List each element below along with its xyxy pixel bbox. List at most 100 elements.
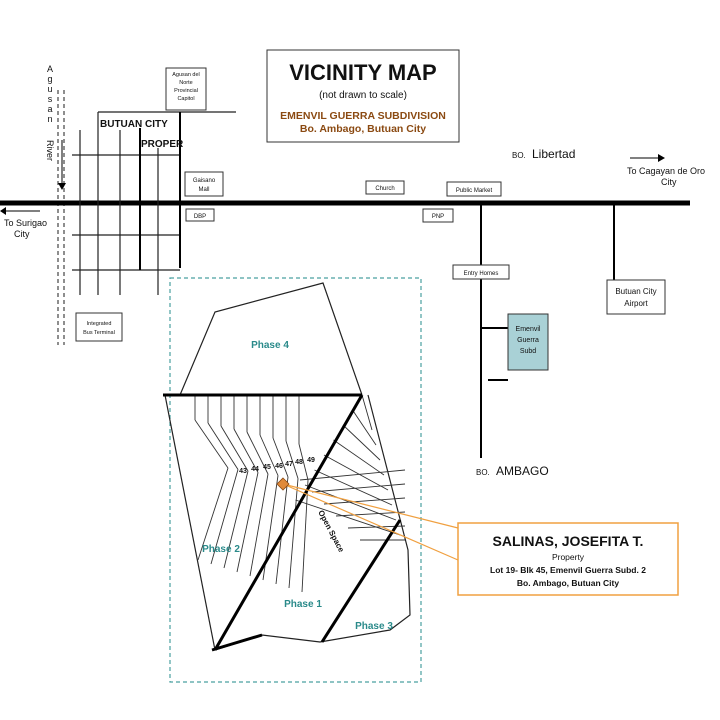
lot-line <box>301 479 309 593</box>
capitol-box <box>165 67 207 111</box>
lot-line <box>223 470 249 569</box>
svg-text:u: u <box>47 84 52 94</box>
lot-number: 43 <box>239 468 247 475</box>
lot-line <box>361 394 373 431</box>
lot-line <box>298 443 309 481</box>
to-surigao-arrow-head <box>0 207 6 215</box>
lot-number: 44 <box>251 466 259 473</box>
libertad-prefix: BO. <box>512 151 526 160</box>
lot-line <box>197 467 229 561</box>
property-owner: SALINAS, JOSEFITA T. <box>493 533 644 549</box>
river-flow-arrow-head <box>58 183 66 190</box>
property-line1: Property <box>552 552 585 562</box>
subdivision-location: Bo. Ambago, Butuan City <box>300 123 426 135</box>
bus-terminal-label-2: Bus Terminal <box>83 330 115 336</box>
emenvil-subd-box <box>507 313 549 371</box>
to-cdo-label: To Cagayan de Oro <box>627 166 705 176</box>
lot-number: 49 <box>307 457 315 464</box>
property-line2: Lot 19- Blk 45, Emenvil Guerra Subd. 2 <box>490 565 646 575</box>
phase2-label: Phase 2 <box>202 544 240 555</box>
lot-line <box>352 409 377 446</box>
to-surigao-label-2: City <box>14 229 30 239</box>
svg-text:A: A <box>47 64 53 74</box>
svg-text:s: s <box>48 94 53 104</box>
gaisano-box <box>184 171 224 197</box>
entry-homes-label: Entry Homes <box>464 271 499 277</box>
lot-number: 46 <box>275 463 283 470</box>
capitol-label-2: Norte <box>179 80 192 86</box>
lot-number: 45 <box>263 464 271 471</box>
emenvil-box-label-1: Emenvil <box>516 326 541 333</box>
airport-box <box>606 279 666 315</box>
svg-text:g: g <box>47 74 52 84</box>
lot-line <box>249 473 269 577</box>
pnp-label: PNP <box>432 214 444 220</box>
gaisano-label-2: Mall <box>198 187 209 193</box>
lot-line <box>246 431 269 475</box>
public-market-label: Public Market <box>456 188 493 194</box>
callout-leader-1 <box>282 483 459 529</box>
lot-line <box>304 484 397 521</box>
lot-line <box>233 428 259 473</box>
lot-line <box>295 499 401 536</box>
property-callout-box <box>457 522 679 596</box>
dbp-box <box>185 208 215 222</box>
ambago-label: AMBAGO <box>496 464 549 478</box>
lot-line <box>285 440 299 479</box>
emenvil-box-label-3: Subd <box>520 348 536 355</box>
lot-line <box>272 437 289 478</box>
site-plan-frame <box>169 277 422 683</box>
phase3-boundary <box>320 519 402 643</box>
lot-line <box>323 454 389 491</box>
lot-line <box>288 478 299 589</box>
lot-line <box>207 422 239 470</box>
lot-line <box>311 483 406 493</box>
svg-text:a: a <box>47 104 52 114</box>
airport-label-1: Butuan City <box>615 287 656 296</box>
to-surigao-label: To Surigao <box>4 218 47 228</box>
site-outline-right <box>214 394 411 651</box>
dbp-label: DBP <box>194 214 206 220</box>
lot-line <box>335 511 406 517</box>
lot-line <box>314 469 393 506</box>
phase1-label: Phase 1 <box>284 599 322 610</box>
phase4-label: Phase 4 <box>251 340 289 351</box>
airport-label-2: Airport <box>624 299 648 308</box>
bus-terminal-box <box>75 312 123 342</box>
capitol-label-4: Capitol <box>177 96 194 102</box>
emenvil-box-label-2: Guerra <box>517 337 539 344</box>
phase4-outline <box>179 282 363 396</box>
title-box <box>266 49 460 143</box>
lot-line <box>259 434 279 476</box>
bus-terminal-label-1: Integrated <box>87 321 112 327</box>
lot-line <box>194 419 229 469</box>
lot-line <box>210 469 239 565</box>
svg-text:River: River <box>45 140 55 161</box>
subdivision-name: EMENVIL GUERRA SUBDIVISION <box>280 110 446 122</box>
butuan-city-label: BUTUAN CITY <box>100 119 168 130</box>
capitol-label-1: Agusan del <box>172 72 200 78</box>
lot-line <box>333 439 385 476</box>
phase1-boundary <box>213 394 364 651</box>
church-label: Church <box>375 186 394 192</box>
lot-line <box>220 425 249 472</box>
lot-line <box>236 472 259 573</box>
callout-leader-2 <box>282 483 459 561</box>
pnp-box <box>422 208 454 223</box>
svg-text:n: n <box>47 114 52 124</box>
property-marker-icon <box>276 477 290 491</box>
public-market-box <box>446 181 502 197</box>
gaisano-label-1: Gaisano <box>193 178 216 184</box>
ambago-prefix: BO. <box>476 468 490 477</box>
lot-line <box>299 469 406 481</box>
city-street-grid <box>72 111 236 295</box>
to-cdo-label-2: City <box>661 177 677 187</box>
proper-label: PROPER <box>141 139 184 150</box>
lot-number: 48 <box>295 459 303 466</box>
lot-line <box>323 497 406 505</box>
lot-lines <box>194 394 406 593</box>
phase1-bottom-edge <box>211 633 263 652</box>
lot-numbers: 43 44 45 46 47 48 49 <box>239 457 315 475</box>
river-label: A g u s a n River <box>45 64 55 161</box>
